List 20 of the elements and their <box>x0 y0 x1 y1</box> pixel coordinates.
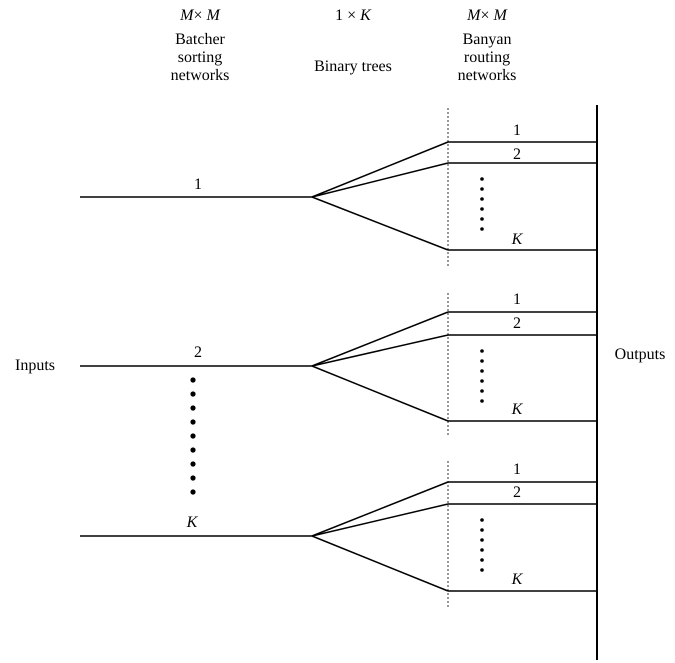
column-heading: M× M <box>466 7 508 25</box>
line-number: K <box>510 231 524 249</box>
line-number: K <box>510 571 524 589</box>
column-heading: 1 × K <box>334 7 372 25</box>
line-number: 1 <box>512 291 522 309</box>
column-heading: Batcher sorting networks <box>170 31 230 85</box>
io-label: Inputs <box>14 357 56 375</box>
io-label: Outputs <box>614 346 666 364</box>
line-number: K <box>186 514 199 532</box>
line-number: 1 <box>512 461 522 479</box>
line-number: 2 <box>512 315 522 333</box>
line-number: 1 <box>193 176 203 194</box>
line-number: 2 <box>193 344 203 362</box>
column-heading: Banyan routing networks <box>456 31 518 85</box>
column-heading: Binary trees <box>313 58 393 76</box>
line-number: K <box>510 401 524 419</box>
line-number: 1 <box>512 122 522 140</box>
line-number: 2 <box>512 146 522 164</box>
column-heading: M× M <box>179 7 222 25</box>
line-number: 2 <box>512 484 522 502</box>
